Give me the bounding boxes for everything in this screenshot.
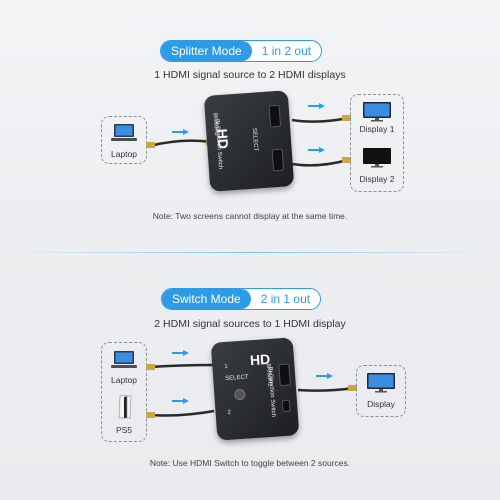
switch-display-label: Display (367, 399, 395, 409)
hdmi-switch-device-splitter: HD 8K/60Hz Bi-Direction Switch SELECT (203, 90, 295, 192)
monitor-icon (363, 102, 391, 122)
splitter-source-box: Laptop (101, 116, 147, 164)
splitter-subtitle: 1 HDMI signal source to 2 HDMI displays (154, 69, 346, 81)
switch-display-box: Display (356, 365, 406, 417)
hdmi-port-out (278, 363, 291, 387)
hdmi-port-2 (271, 148, 285, 172)
hdmi-cable-output (297, 373, 357, 392)
game-console-icon (118, 395, 132, 419)
hdmi-switch-device-switch: HD 8K/60Hz Bi-Direction Switch SELECT 1 … (210, 337, 300, 441)
port-2-label: 2 (227, 409, 232, 416)
switch-mode-label: Switch Mode (162, 289, 251, 309)
splitter-note: Note: Two screens cannot display at the … (152, 211, 348, 221)
switch-sources-box: Laptop PS5 (101, 342, 147, 442)
laptop-icon (111, 124, 137, 141)
hdmi-port-1 (268, 104, 282, 128)
display-2-label: Display 2 (359, 174, 395, 184)
monitor-off-icon (363, 148, 391, 168)
hdmi-cable-inputs (146, 350, 215, 418)
display-1-label: Display 1 (359, 124, 395, 134)
select-button (233, 388, 246, 401)
switch-note: Note: Use HDMI Switch to toggle between … (149, 458, 351, 468)
switch-source-2-label: PS5 (115, 425, 133, 435)
section-divider (10, 252, 490, 253)
splitter-mode-label: Splitter Mode (161, 41, 252, 61)
splitter-source-label: Laptop (111, 149, 137, 159)
laptop-icon (111, 351, 137, 368)
device-name: Bi-Direction Switch (266, 366, 277, 418)
usb-port (281, 399, 291, 413)
port-1-label: 1 (224, 363, 228, 371)
device-select-label: SELECT (225, 374, 249, 383)
monitor-icon (367, 373, 395, 393)
hdmi-cable-outputs (291, 103, 351, 167)
splitter-mode-pill: Splitter Mode 1 in 2 out (160, 40, 323, 62)
splitter-displays-box: Display 1 Display 2 (350, 94, 404, 192)
device-select-label: SELECT (250, 127, 259, 152)
switch-mode-value: 2 in 1 out (260, 292, 311, 306)
splitter-mode-value: 1 in 2 out (261, 44, 312, 58)
switch-subtitle: 2 HDMI signal sources to 1 HDMI display (154, 318, 346, 330)
switch-mode-pill: Switch Mode 2 in 1 out (161, 288, 322, 310)
switch-source-1-label: Laptop (111, 375, 137, 385)
